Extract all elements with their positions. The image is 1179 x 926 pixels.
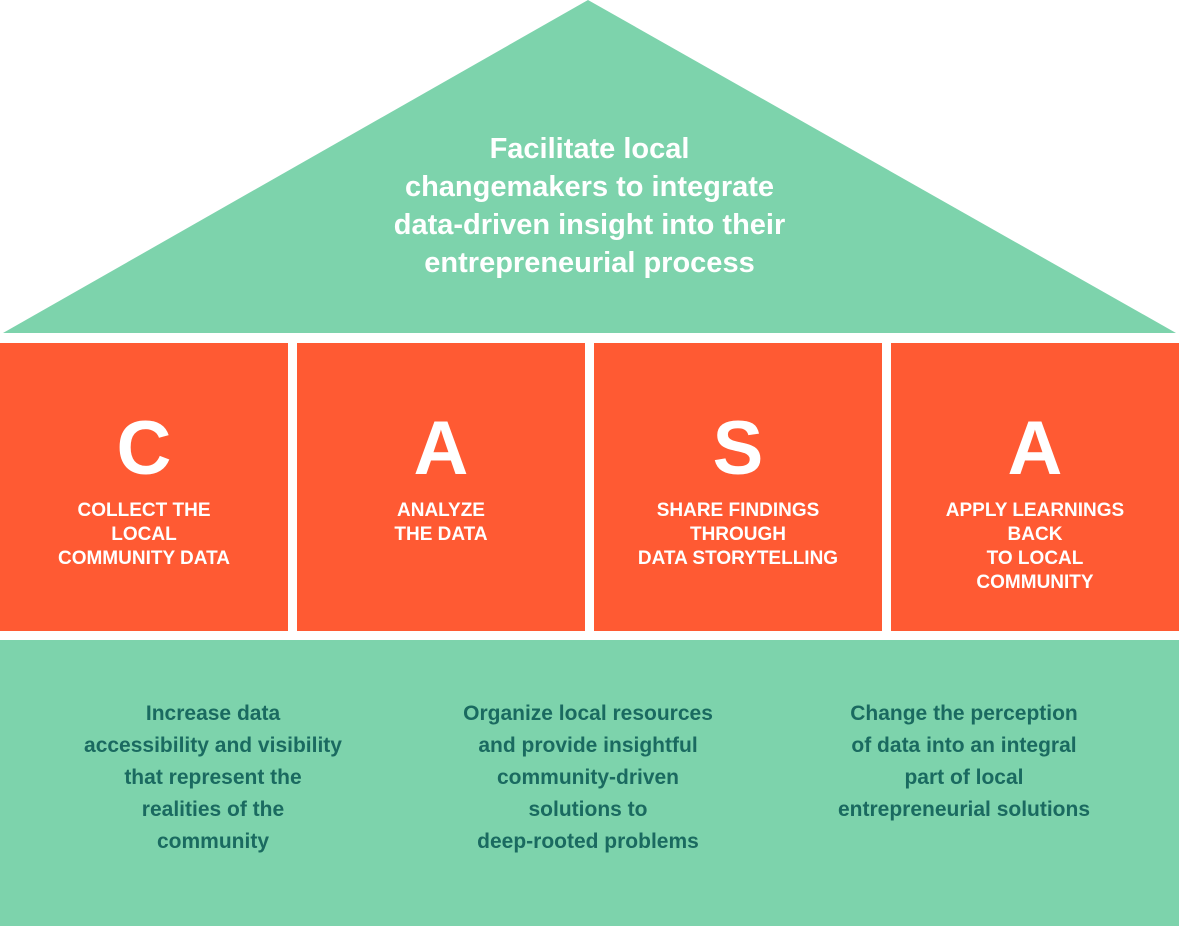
pillars-row: C COLLECT THE LOCAL COMMUNITY DATA A ANA…	[0, 343, 1179, 631]
goal-change-perception: Change the perception of data into an in…	[837, 702, 1091, 821]
roof	[3, 0, 1176, 333]
pillar-letter: C	[116, 406, 172, 491]
pillar-label: APPLY LEARNINGS BACK TO LOCAL COMMUNITY	[945, 500, 1125, 593]
goal-organize-resources: Organize local resources and provide ins…	[463, 702, 713, 853]
roof-triangle	[3, 0, 1176, 333]
pillar-letter: A	[413, 406, 469, 491]
pillar-letter: S	[712, 406, 764, 491]
pillar-label: SHARE FINDINGS THROUGH DATA STORYTELLING	[637, 500, 839, 569]
foundation: Increase data accessibility and visibili…	[0, 640, 1179, 926]
pillar-analyze: A ANALYZE THE DATA	[297, 343, 585, 631]
pillar-label: COLLECT THE LOCAL COMMUNITY DATA	[57, 500, 231, 569]
goal-data-accessibility: Increase data accessibility and visibili…	[84, 702, 342, 853]
pillar-label: ANALYZE THE DATA	[394, 500, 488, 545]
pillar-share: S SHARE FINDINGS THROUGH DATA STORYTELLI…	[594, 343, 882, 631]
pillar-collect: C COLLECT THE LOCAL COMMUNITY DATA	[0, 343, 288, 631]
roof-mission-text: Facilitate local changemakers to integra…	[393, 133, 786, 279]
pillar-apply: A APPLY LEARNINGS BACK TO LOCAL COMMUNIT…	[891, 343, 1179, 631]
pillar-letter: A	[1007, 406, 1063, 491]
